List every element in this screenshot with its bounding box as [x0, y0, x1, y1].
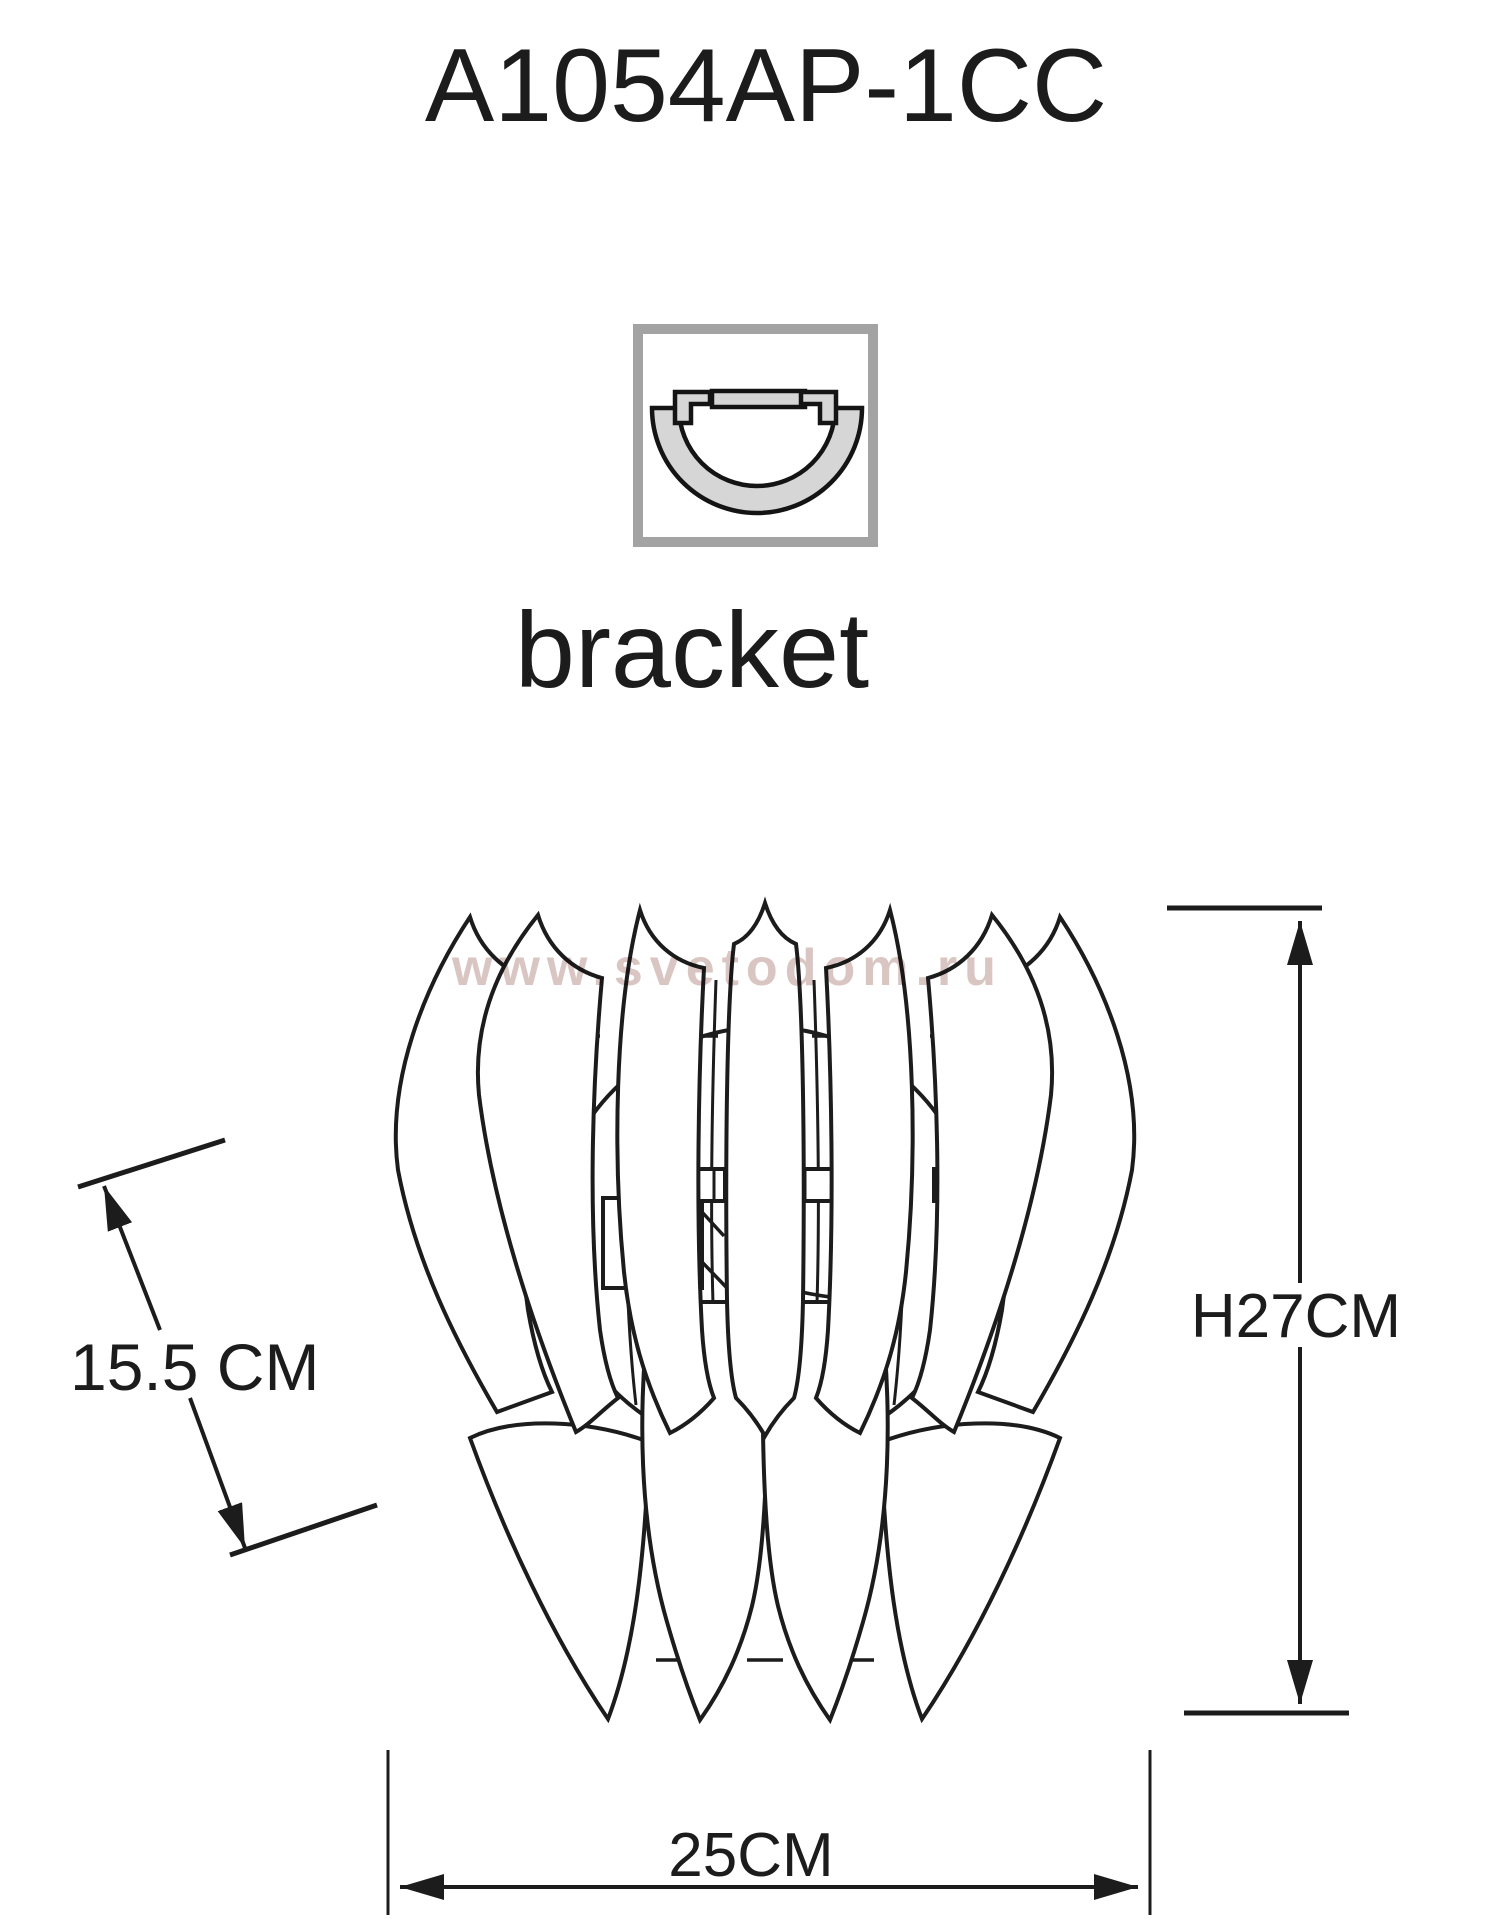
- dimension-depth: [77, 1137, 378, 1558]
- height-label-mask: [1186, 1287, 1408, 1345]
- depth-arrow-up: [102, 1185, 162, 1331]
- upper-blade-3: [615, 902, 717, 1436]
- upper-blade-6: [909, 910, 1055, 1435]
- mount-type-label: bracket: [514, 589, 870, 710]
- mount-right-clip-shape: [798, 389, 839, 426]
- product-model-title: A1054AP-1CC: [424, 28, 1108, 144]
- upper-blade-center: [724, 896, 806, 1441]
- depth-arrow-down: [188, 1397, 247, 1549]
- dimension-width: [386, 1750, 1152, 1915]
- height-dimension-label: H27CM: [1191, 1282, 1401, 1351]
- dimension-height: [1167, 905, 1349, 1716]
- width-dimension-label: 25CM: [668, 1821, 833, 1890]
- upper-blade-2: [475, 910, 621, 1435]
- mount-arc-shape: [649, 405, 865, 516]
- depth-tick-top: [77, 1137, 226, 1190]
- sconce-front-view: [77, 896, 1349, 1915]
- depth-tick-bottom: [229, 1502, 378, 1558]
- socket-hatch-lines: [700, 1210, 729, 1290]
- back-blade-edges: [624, 979, 906, 1406]
- upper-tier-blades: [393, 896, 1137, 1441]
- depth-dimension-label: 15.5 CM: [70, 1330, 319, 1404]
- bracket-mount-icon: [633, 324, 878, 547]
- lower-blade-1: [467, 1421, 652, 1724]
- lower-tier-blades: [467, 1300, 1063, 1725]
- lower-blade-4: [878, 1421, 1063, 1724]
- watermark-text: www.svetodom.ru: [452, 939, 1003, 997]
- upper-blade-5: [813, 902, 915, 1436]
- bracket-top-view-icon: [633, 324, 878, 547]
